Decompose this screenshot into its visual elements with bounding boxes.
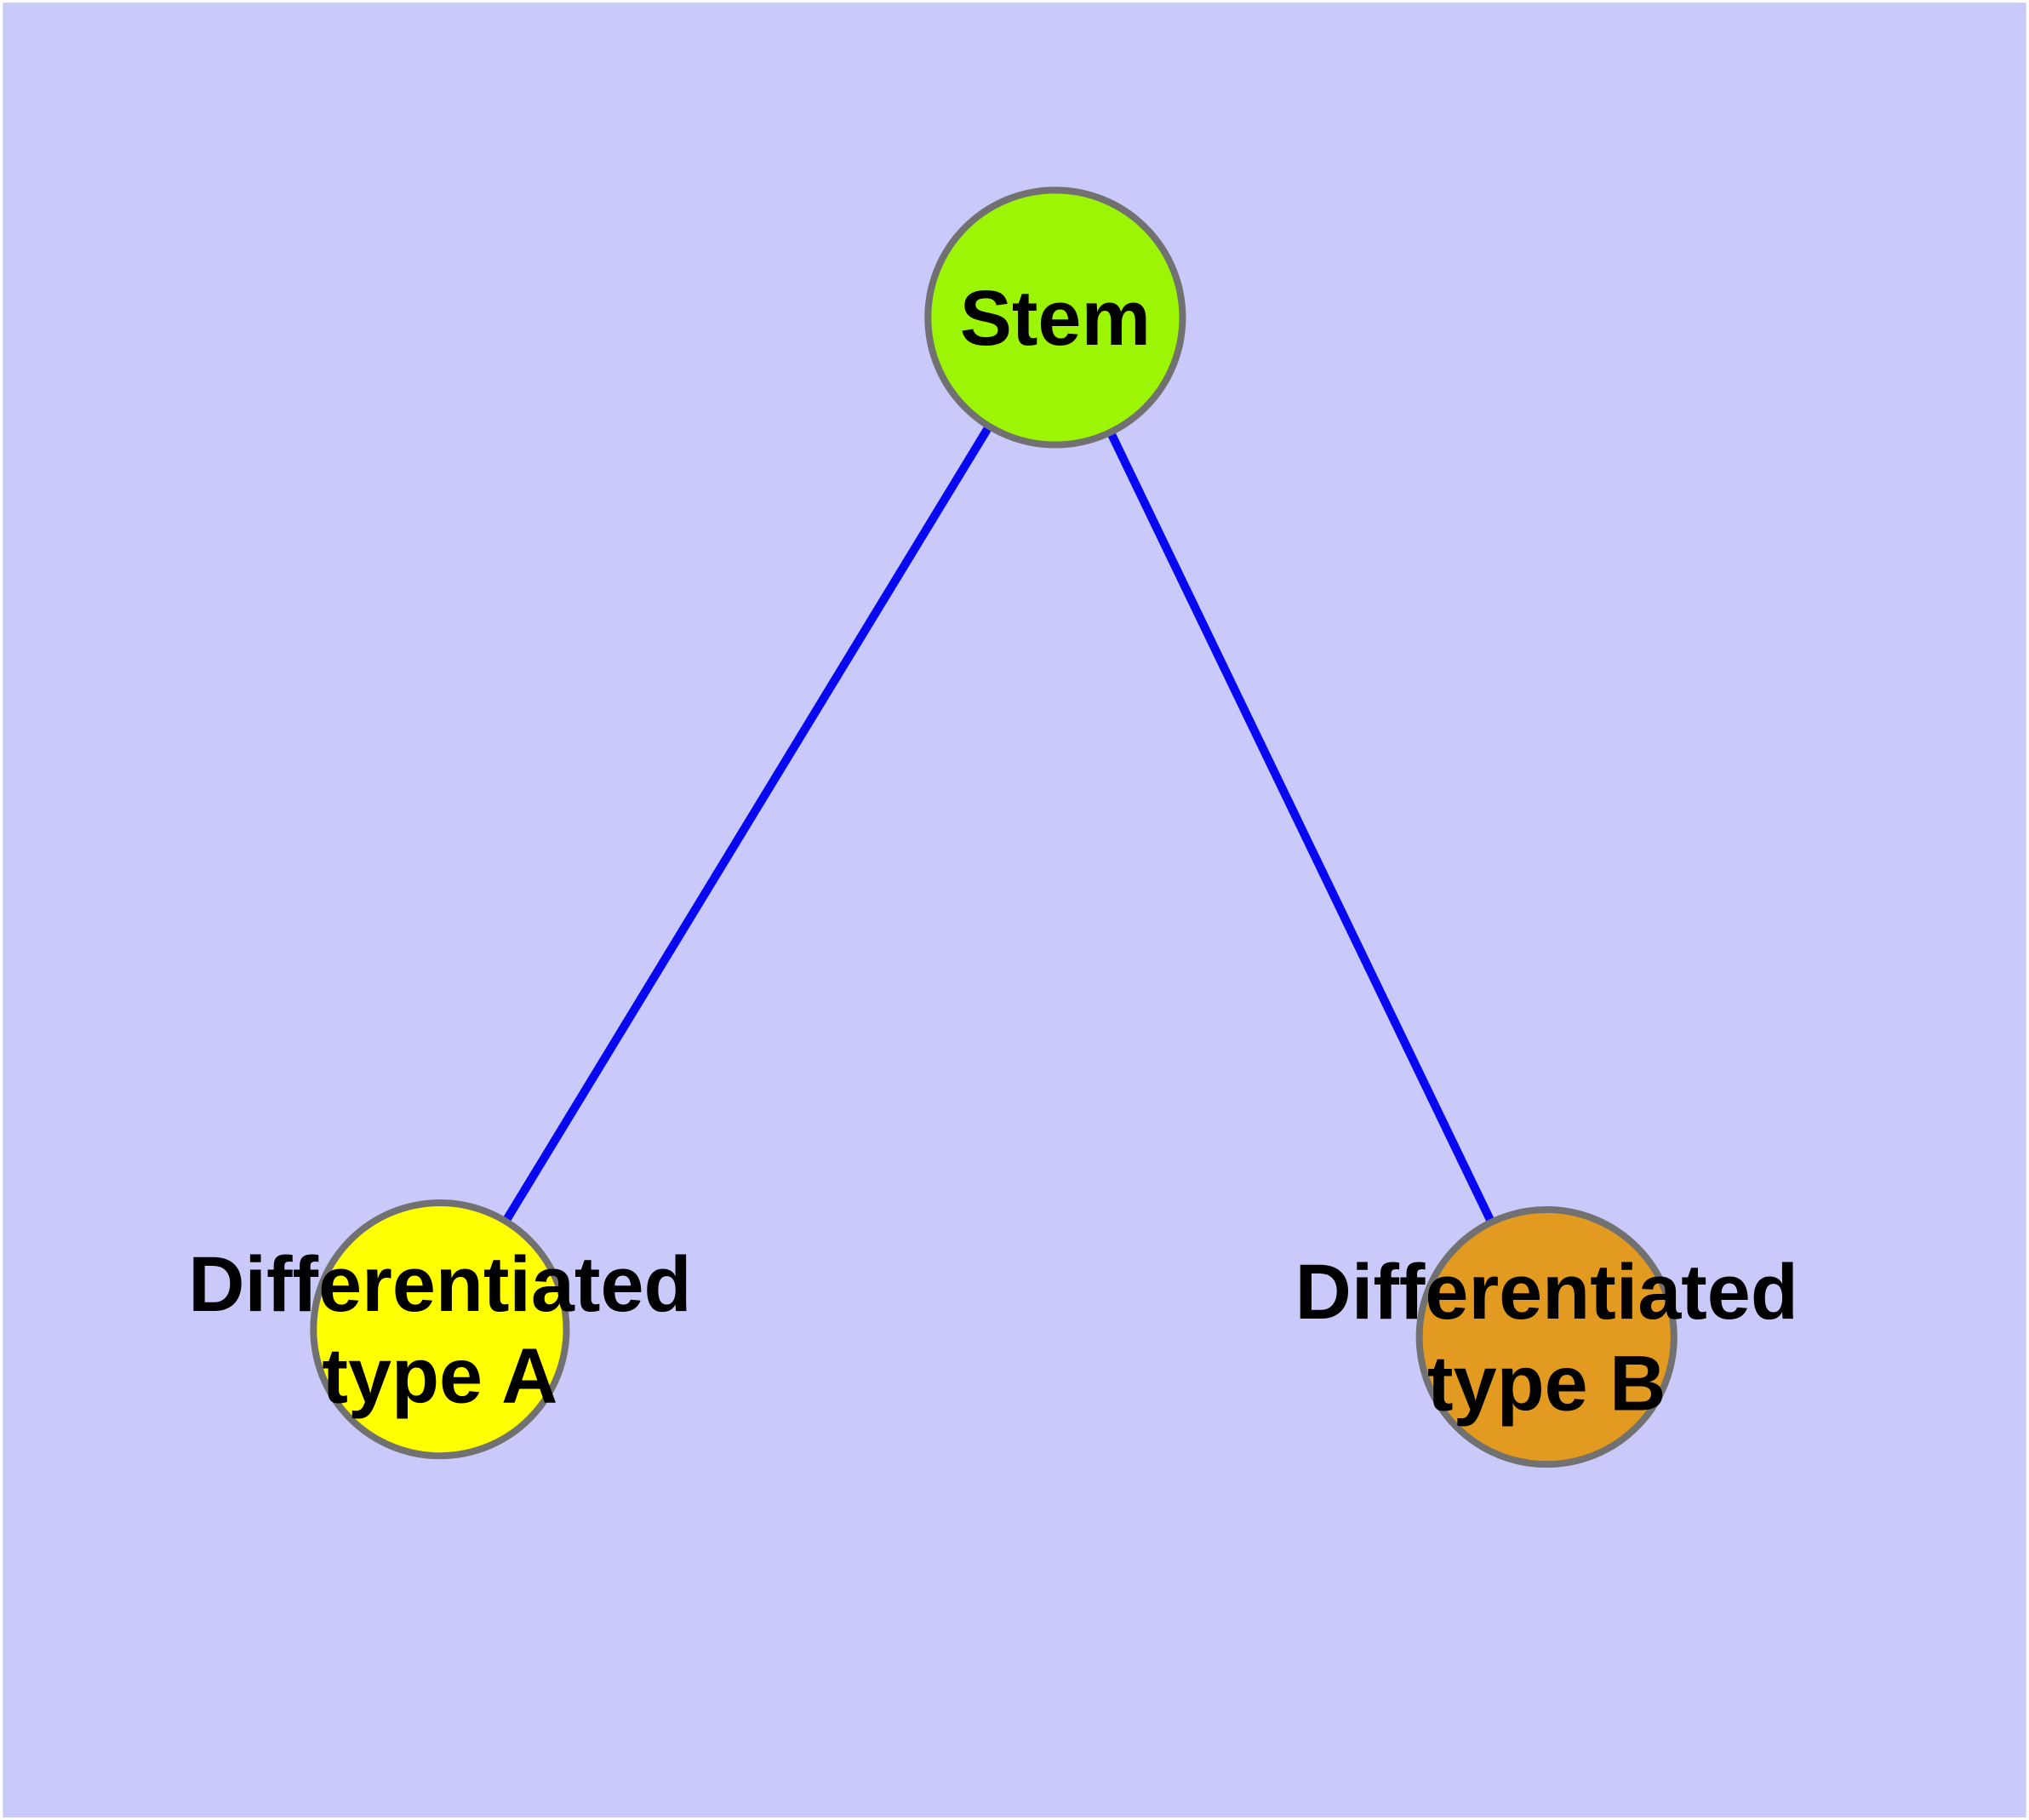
edges-layer bbox=[436, 315, 1551, 1339]
node-label-line: type B bbox=[1427, 1341, 1666, 1428]
node-label-line: Differentiated bbox=[188, 1241, 691, 1328]
node-label-line: type A bbox=[322, 1333, 557, 1420]
edge-stem-typeB bbox=[1051, 315, 1551, 1339]
node-label-stem: Stem bbox=[960, 275, 1151, 362]
node-label-line: Differentiated bbox=[1295, 1249, 1798, 1336]
node-typeA bbox=[310, 1199, 570, 1460]
nodes-layer bbox=[310, 186, 1677, 1468]
node-stem bbox=[924, 186, 1186, 449]
node-typeB bbox=[1415, 1206, 1677, 1468]
edge-stem-typeA bbox=[436, 315, 1060, 1332]
node-label-line: Stem bbox=[960, 275, 1151, 362]
